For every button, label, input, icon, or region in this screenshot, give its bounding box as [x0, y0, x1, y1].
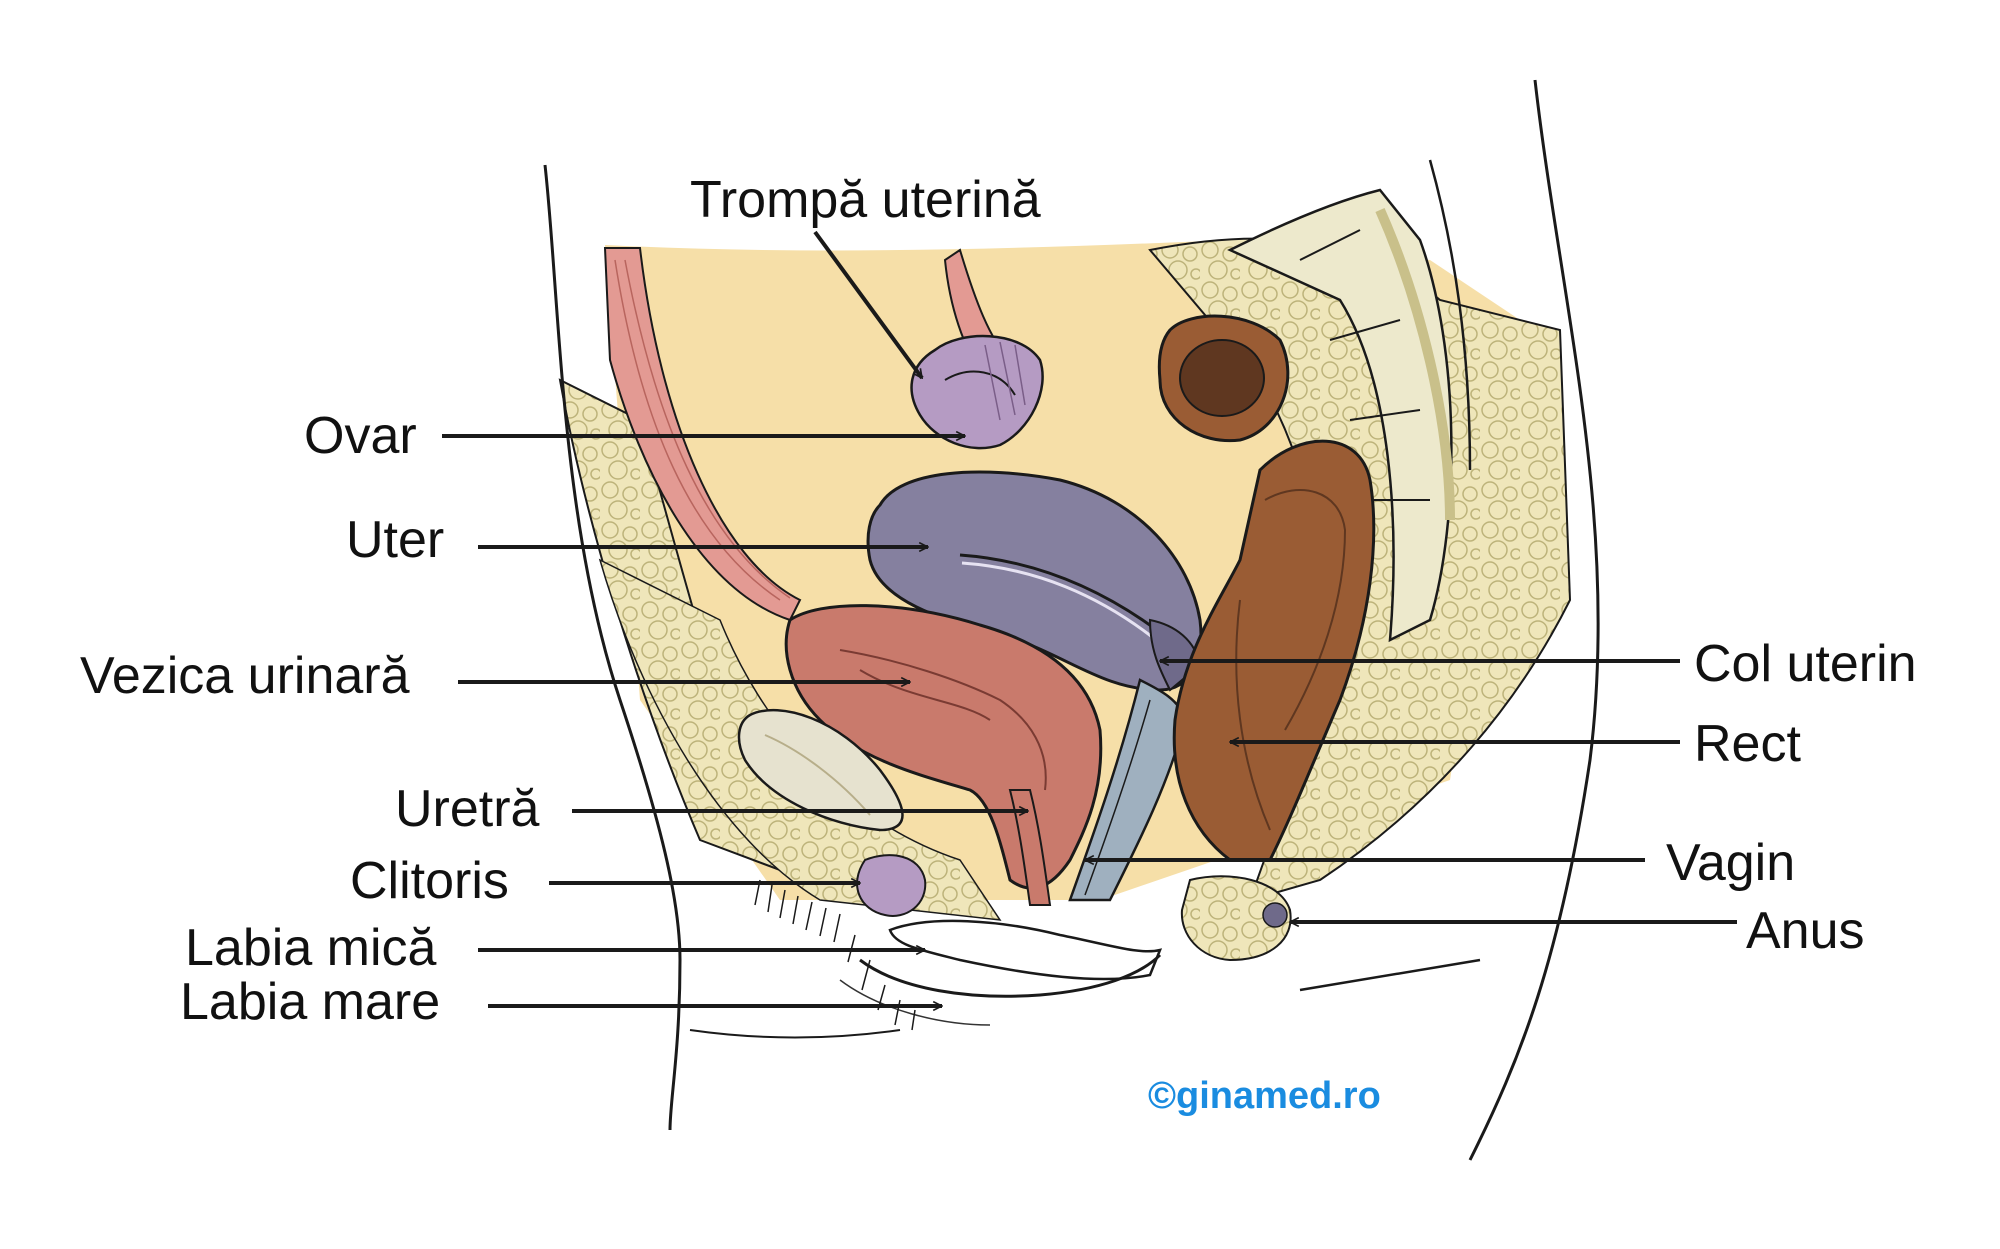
label-vezica-urinara: Vezica urinară — [80, 647, 410, 705]
ovary-shape — [910, 334, 1044, 450]
label-uter: Uter — [346, 511, 445, 569]
anterior-fat-lower — [598, 558, 1002, 921]
label-ovar: Ovar — [304, 407, 417, 465]
abdominal-muscle — [603, 247, 802, 622]
leader-lines — [442, 230, 1737, 1006]
label-labia-mare: Labia mare — [180, 973, 441, 1031]
anus-shape — [1180, 875, 1292, 962]
credit-watermark: ©ginamed.ro — [1148, 1075, 1381, 1117]
labia-majora-shape — [859, 953, 1162, 998]
labia-minora-shape — [888, 919, 1163, 981]
label-labia-mica: Labia mică — [185, 919, 437, 977]
label-trompa-uterina: Trompă uterină — [690, 171, 1041, 229]
urethra-shape — [1008, 789, 1052, 906]
pubic-hair — [754, 879, 916, 1031]
body-outline-back — [1468, 79, 1600, 1161]
arrow-tuba — [813, 230, 924, 378]
clitoris-shape — [856, 854, 927, 917]
label-rect: Rect — [1694, 715, 1801, 773]
label-clitoris: Clitoris — [350, 852, 509, 910]
label-vagin: Vagin — [1666, 834, 1796, 892]
body-outline-front — [543, 164, 682, 1131]
rectum-shape — [1172, 439, 1376, 862]
label-uretra: Uretră — [395, 780, 540, 838]
label-col-uterin: Col uterin — [1694, 635, 1917, 693]
label-anus: Anus — [1746, 902, 1865, 960]
pubic-bone — [737, 708, 904, 832]
